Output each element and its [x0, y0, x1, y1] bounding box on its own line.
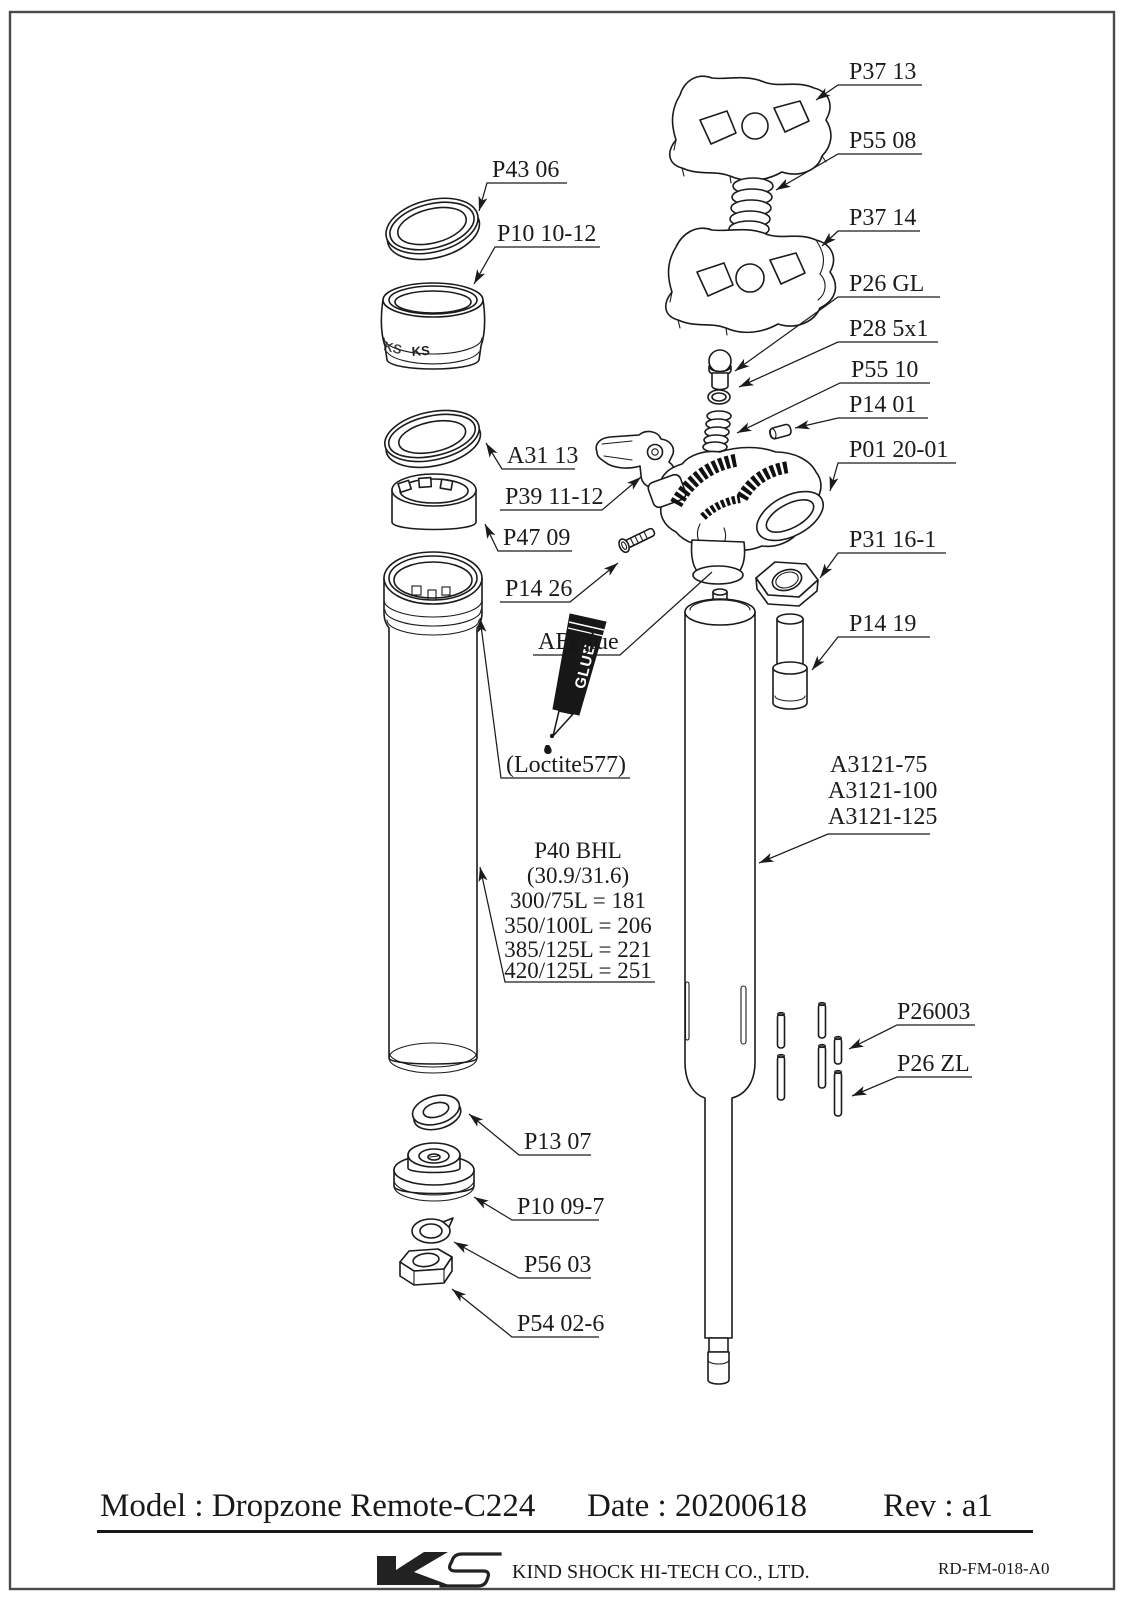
- label-p14-26: P14 26: [505, 576, 572, 602]
- footer-doc-number: RD-FM-018-A0: [938, 1559, 1049, 1578]
- part-p14-26-screw: [618, 527, 656, 554]
- footer-model: Model : Dropzone Remote-C224: [100, 1488, 535, 1524]
- label-p14-19: P14 19: [849, 611, 916, 637]
- label-p39-11-12: P39 11-12: [505, 484, 603, 510]
- glue-drop: [544, 745, 552, 754]
- collar-ks-emboss-2: KS: [382, 338, 403, 357]
- part-a31-13-seal: [383, 409, 482, 469]
- part-p14-01-pin: [768, 423, 792, 440]
- spec-line-6: 420/125L = 251: [504, 958, 652, 983]
- label-p37-13: P37 13: [849, 59, 916, 85]
- label-p37-14: P37 14: [849, 205, 916, 231]
- part-p55-10-spring: [702, 410, 732, 453]
- title-block: Model : Dropzone Remote-C224 Date : 2020…: [97, 1488, 1049, 1588]
- part-p39-11-12-lever: [595, 430, 676, 489]
- part-pins: [776, 1001, 843, 1117]
- part-p31-16-1-guide: [755, 561, 819, 607]
- part-p10-10-12-collar: KS KS: [380, 282, 486, 370]
- part-p28-5x1-oring: [707, 389, 731, 405]
- part-p10-09-7-piston: [393, 1142, 475, 1202]
- part-p54-02-6-nut: [399, 1248, 453, 1286]
- label-p28-5x1: P28 5x1: [849, 316, 928, 342]
- label-p13-07: P13 07: [524, 1129, 591, 1155]
- label-ab-glue: AB glue: [538, 629, 619, 655]
- leader-lines: [451, 84, 975, 1338]
- part-p01-20-01-head: [647, 446, 824, 585]
- label-p14-01: P14 01: [849, 392, 916, 418]
- label-p26-zl: P26 ZL: [897, 1051, 970, 1077]
- part-p47-09-bushing: [391, 473, 477, 531]
- ks-logo: [377, 1552, 502, 1588]
- label-p31-16-1: P31 16-1: [849, 527, 936, 553]
- label-p26-gl: P26 GL: [849, 271, 924, 297]
- spec-line-4: 350/100L = 206: [504, 913, 652, 938]
- label-p55-10: P55 10: [851, 357, 918, 383]
- spec-block-p40-bhl: P40 BHL (30.9/31.6) 300/75L = 181 350/10…: [504, 838, 652, 983]
- label-p10-10-12: P10 10-12: [497, 221, 596, 247]
- part-outer-tube: [383, 551, 483, 1074]
- part-p37-14-clamp-lower: [665, 227, 837, 336]
- label-a31-13: A31 13: [507, 443, 578, 469]
- footer-date: Date : 20200618: [587, 1488, 807, 1524]
- collar-ks-emboss: KS: [411, 343, 430, 359]
- spec-line-3: 300/75L = 181: [510, 888, 646, 913]
- label-loctite577: (Loctite577): [506, 752, 626, 778]
- label-p54-02-6: P54 02-6: [517, 1311, 604, 1337]
- label-a3121-125: A3121-125: [828, 804, 937, 830]
- part-p26-gl-pin: [708, 349, 732, 391]
- label-a3121-75: A3121-75: [830, 752, 927, 778]
- label-p43-06: P43 06: [492, 157, 559, 183]
- label-p01-20-01: P01 20-01: [849, 437, 948, 463]
- spec-line-1: P40 BHL: [534, 838, 622, 863]
- part-p43-06-seal: [385, 197, 481, 261]
- part-p55-08-spring: [728, 177, 774, 238]
- page-border: [8, 10, 1116, 1591]
- label-p56-03: P56 03: [524, 1252, 591, 1278]
- label-p26003: P26003: [897, 999, 970, 1025]
- part-p14-19-barrel: [772, 613, 808, 710]
- part-p37-13-clamp-upper: [669, 75, 832, 184]
- part-a3121-cartridge: [684, 588, 756, 1385]
- label-p47-09: P47 09: [503, 525, 570, 551]
- spec-line-5: 385/125L = 221: [504, 937, 652, 962]
- part-p56-03-split-washer: [411, 1217, 454, 1244]
- part-p13-07-washer: [411, 1094, 462, 1131]
- label-p10-09-7: P10 09-7: [517, 1194, 604, 1220]
- footer-rev: Rev : a1: [883, 1488, 993, 1524]
- footer-rule: [97, 1530, 1033, 1533]
- footer-company: KIND SHOCK HI-TECH CO., LTD.: [512, 1561, 810, 1583]
- label-p55-08: P55 08: [849, 128, 916, 154]
- label-a3121-100: A3121-100: [828, 778, 937, 804]
- spec-line-2: (30.9/31.6): [527, 863, 629, 888]
- part-labels: P43 06 P10 10-12 P37 13 P55 08 P37 14 P2…: [492, 59, 970, 1337]
